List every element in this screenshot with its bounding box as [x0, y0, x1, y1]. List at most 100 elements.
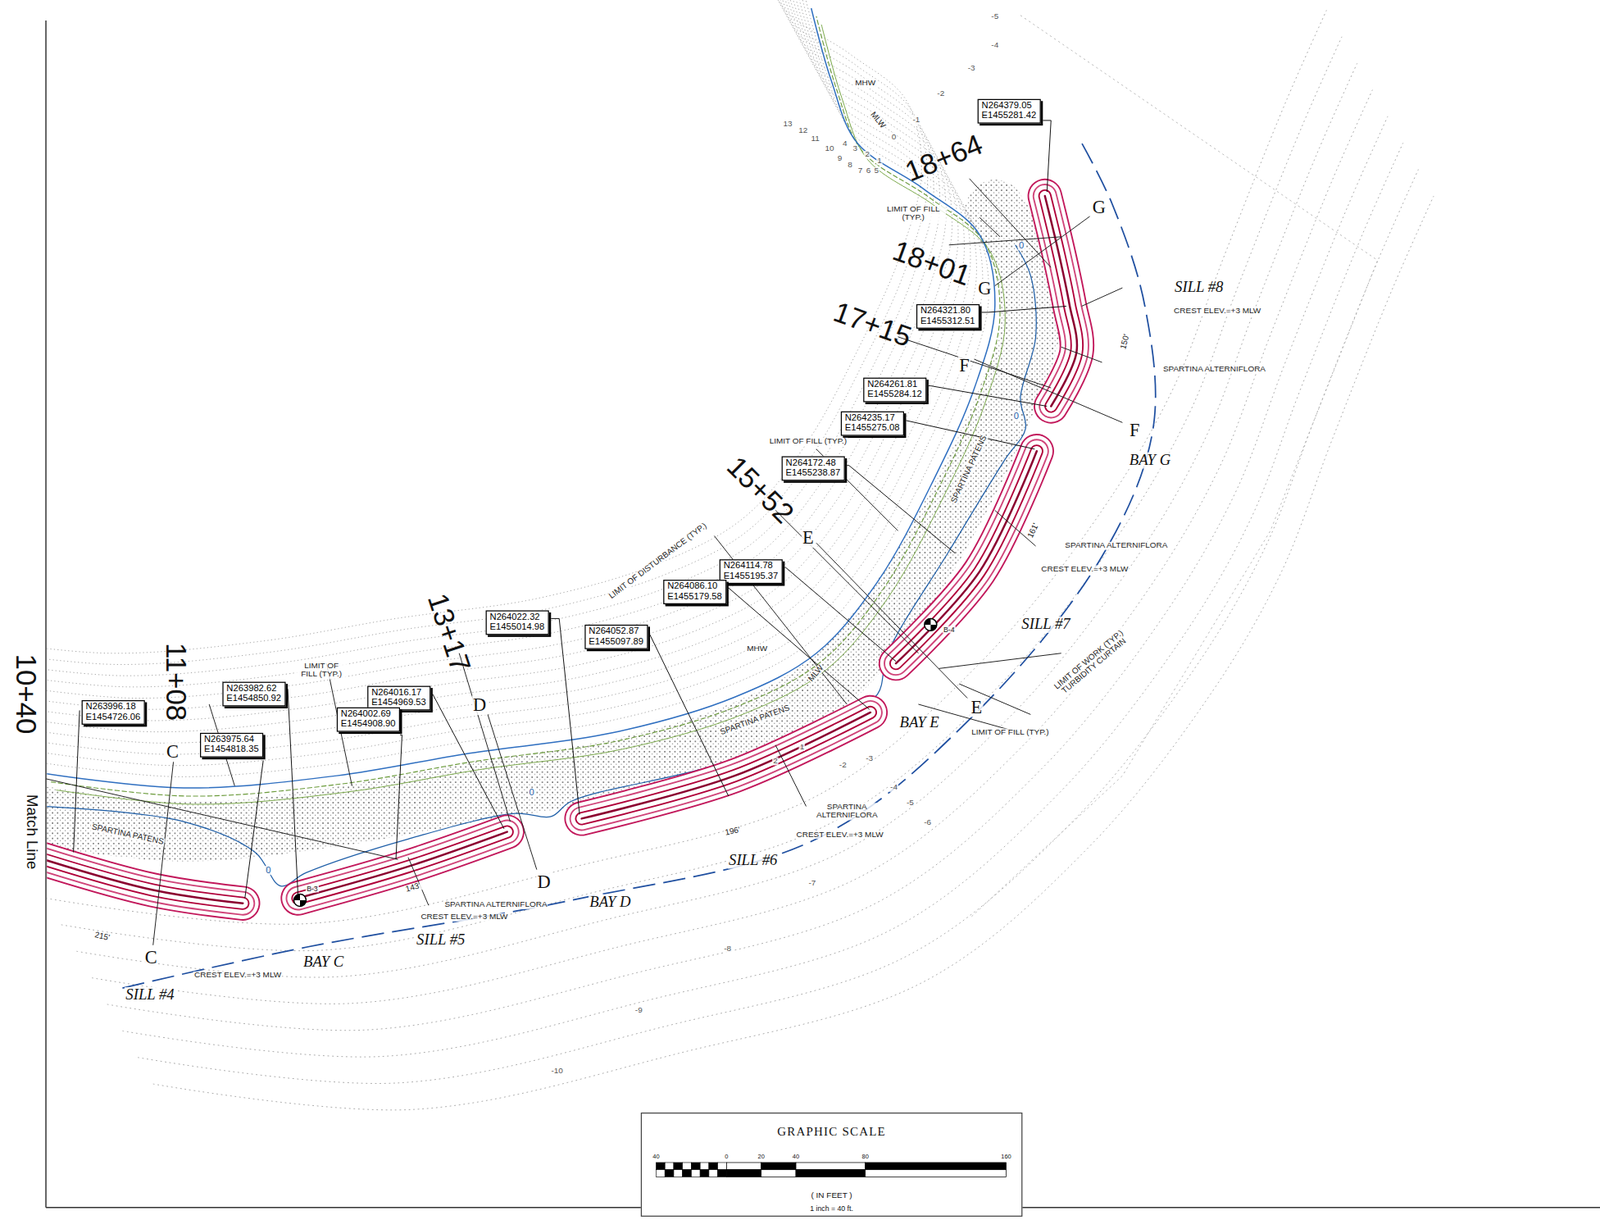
contour-number: 2	[772, 756, 779, 765]
coordinate-text: N264052.87 E1455097.89	[588, 626, 644, 647]
contour-number: 3	[851, 145, 859, 154]
coordinate-box: N264086.10 E1455179.58	[663, 579, 727, 605]
coordinate-text: N264235.17 E1455275.08	[845, 413, 900, 434]
scale-text: 1 inch = 40 ft.	[809, 1204, 854, 1213]
plan-note: LIMIT OF FILL (TYP.)	[768, 437, 848, 446]
contour-number: 0	[264, 865, 273, 876]
depth-contour	[137, 169, 1419, 1084]
coordinate-leader	[245, 759, 264, 898]
leader-line	[45, 778, 398, 860]
stone-sill	[46, 854, 243, 904]
plan-note: 196'	[722, 825, 742, 838]
leader-line	[487, 713, 537, 869]
coordinate-box: N264261.81 E1455284.12	[863, 377, 927, 403]
sill-label: BAY E	[898, 714, 941, 732]
coordinate-box: N264321.80 E1455312.51	[916, 304, 980, 329]
contour-number: 0	[527, 787, 536, 798]
depth-contour	[153, 195, 1434, 1110]
contour-number: 0	[1018, 240, 1026, 251]
stone-sill	[46, 854, 243, 904]
coordinate-box: N263975.64 E1454818.35	[200, 732, 264, 758]
plan-note: LIMIT OF FILL (TYP.)	[880, 205, 946, 223]
marsh-planting-area	[46, 209, 1032, 832]
coordinate-text: N264321.80 E1455312.51	[920, 305, 976, 327]
stone-sill	[46, 854, 243, 904]
scale-text: 0	[724, 1153, 728, 1160]
contour-number: -5	[905, 799, 915, 808]
coordinate-leader	[846, 465, 955, 554]
coordinate-leader	[981, 305, 1067, 312]
shore-contour	[55, 24, 1005, 805]
leader-line	[713, 536, 847, 705]
upland-contour	[46, 0, 940, 687]
stone-sill	[298, 831, 508, 899]
contour-number: 7	[856, 167, 864, 176]
contour-number: -6	[922, 818, 932, 827]
stone-sill	[298, 831, 508, 899]
contour-number: -3	[966, 63, 976, 73]
section-letter: C	[165, 742, 180, 763]
sill-label: SILL #7	[1020, 616, 1072, 633]
depth-contour	[122, 142, 1403, 1057]
coordinate-leader	[905, 420, 1035, 450]
stone-sill	[1045, 195, 1078, 406]
boring-symbol	[924, 618, 937, 631]
stone-sill	[1045, 195, 1078, 406]
section-letter: E	[969, 697, 983, 718]
coordinate-box: N264022.32 E1455014.98	[486, 609, 550, 635]
contour-number: 8	[846, 160, 854, 169]
plan-note: B-3	[305, 885, 319, 893]
station-label: 17+15	[828, 296, 917, 354]
stone-sill	[298, 831, 508, 899]
leader-line	[1081, 287, 1123, 306]
sill-label: BAY D	[588, 894, 632, 911]
leader-line	[974, 359, 1123, 423]
coordinate-text: N264022.32 E1455014.98	[490, 612, 546, 633]
contour-number: 13	[781, 120, 794, 129]
coordinate-leader	[784, 567, 896, 662]
depth-contour	[91, 90, 1373, 1005]
contour-number: 0	[890, 133, 898, 142]
upland-contour	[46, 0, 952, 710]
limit-of-fill	[50, 16, 1000, 796]
stone-sill	[1045, 195, 1078, 406]
leader-line	[949, 236, 1062, 246]
coordinate-box: N264379.05 E1455281.42	[977, 99, 1041, 124]
contour-number: -5	[990, 13, 1000, 22]
contour-number: -8	[722, 945, 732, 954]
plan-note: CREST ELEV.=+3 MLW	[419, 913, 510, 922]
section-letter: F	[1128, 421, 1141, 441]
sill-label: SILL #6	[727, 852, 779, 869]
sill-label: SILL #8	[1173, 279, 1225, 296]
plan-note: CREST ELEV.=+3 MLW	[1172, 306, 1263, 315]
section-letter: D	[472, 695, 488, 715]
section-letter: G	[977, 279, 993, 300]
station-label: 18+64	[900, 128, 988, 188]
coordinate-text: N263975.64 E1454818.35	[204, 734, 260, 755]
upland-contour	[46, 0, 971, 743]
leader-line	[938, 653, 1061, 669]
stone-sill	[298, 831, 508, 899]
leader-line	[775, 745, 806, 807]
contour-number: 2	[863, 150, 871, 160]
upland-contour	[46, 0, 946, 699]
contour-number: 1	[876, 156, 883, 165]
leader-line	[153, 761, 174, 946]
coordinate-text: N263982.62 E1454850.92	[226, 683, 282, 705]
upland-contour	[46, 0, 959, 721]
plan-note: SPARTINA ALTERNIFLORA	[1063, 541, 1169, 550]
scale-text: ( IN FEET )	[811, 1190, 853, 1200]
plan-note: 150'	[1118, 332, 1132, 352]
contour-number: -2	[936, 89, 946, 98]
sheet-border	[45, 20, 46, 1208]
coordinate-box: N263982.62 E1454850.92	[222, 681, 286, 707]
plan-note: LIMIT OF FILL (TYP.)	[970, 728, 1050, 737]
contour-number: 6	[864, 167, 872, 176]
station-label: Match Line	[24, 793, 41, 871]
sill-label: BAY C	[302, 954, 346, 971]
leader-line	[1061, 346, 1103, 363]
coordinate-text: N264002.69 E1454908.90	[340, 709, 396, 730]
coordinate-box: N264235.17 E1455275.08	[840, 411, 905, 437]
station-label: 10+40	[10, 652, 41, 735]
